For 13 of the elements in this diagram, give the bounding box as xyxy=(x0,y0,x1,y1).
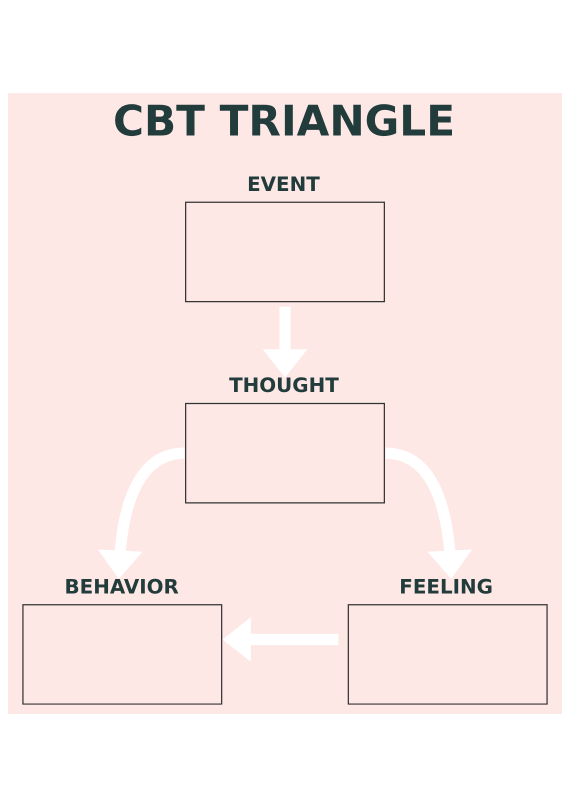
arrow xyxy=(262,306,308,378)
node-box xyxy=(348,604,548,704)
arrow xyxy=(222,616,338,662)
arrow xyxy=(98,447,185,578)
arrow xyxy=(385,447,472,578)
node-box xyxy=(185,402,385,503)
node-box xyxy=(185,201,385,302)
node-label: BEHAVIOR xyxy=(64,574,179,598)
diagram-title: CBT TRIANGLE xyxy=(112,96,456,145)
node-label: FEELING xyxy=(399,574,493,598)
node-box xyxy=(22,604,222,704)
node-label: THOUGHT xyxy=(229,374,339,397)
node-label: EVENT xyxy=(247,172,320,196)
